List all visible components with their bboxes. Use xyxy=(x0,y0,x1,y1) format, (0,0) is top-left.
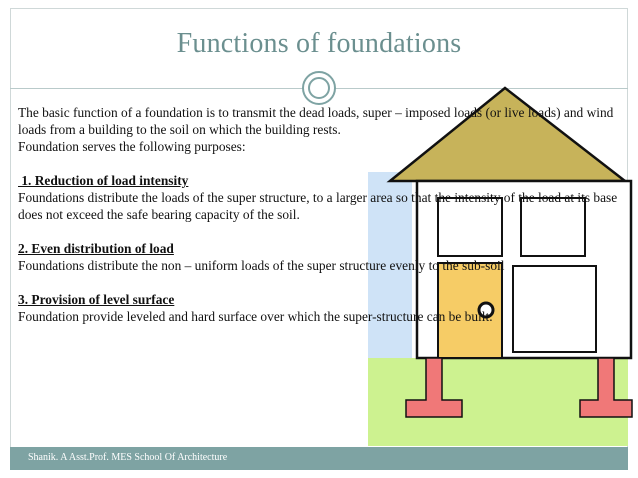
purposes-lead: Foundation serves the following purposes… xyxy=(18,139,246,154)
window-right xyxy=(520,197,586,257)
intro-paragraph: The basic function of a foundation is to… xyxy=(18,105,614,137)
section-body: Foundation provide leveled and hard surf… xyxy=(18,309,493,324)
section-heading: 2. Even distribution of load xyxy=(18,241,174,256)
title-ornament-icon xyxy=(302,71,336,105)
section-body: Foundations distribute the loads of the … xyxy=(18,190,618,222)
door-knob xyxy=(477,301,495,319)
footing-left xyxy=(405,357,463,418)
slide-body: The basic function of a foundation is to… xyxy=(18,104,630,325)
footer-credit: Shanik. A Asst.Prof. MES School Of Archi… xyxy=(28,452,228,463)
window-lower xyxy=(512,265,597,353)
footing-right xyxy=(579,357,633,418)
section-body: Foundations distribute the non – uniform… xyxy=(18,258,505,273)
section-heading: 1. Reduction of load intensity xyxy=(18,173,189,188)
section-heading: 3. Provision of level surface xyxy=(18,292,175,307)
slide-title: Functions of foundations xyxy=(176,28,462,59)
house-side-wall xyxy=(368,172,412,358)
window-left xyxy=(437,197,503,257)
footer-bar xyxy=(10,447,628,470)
